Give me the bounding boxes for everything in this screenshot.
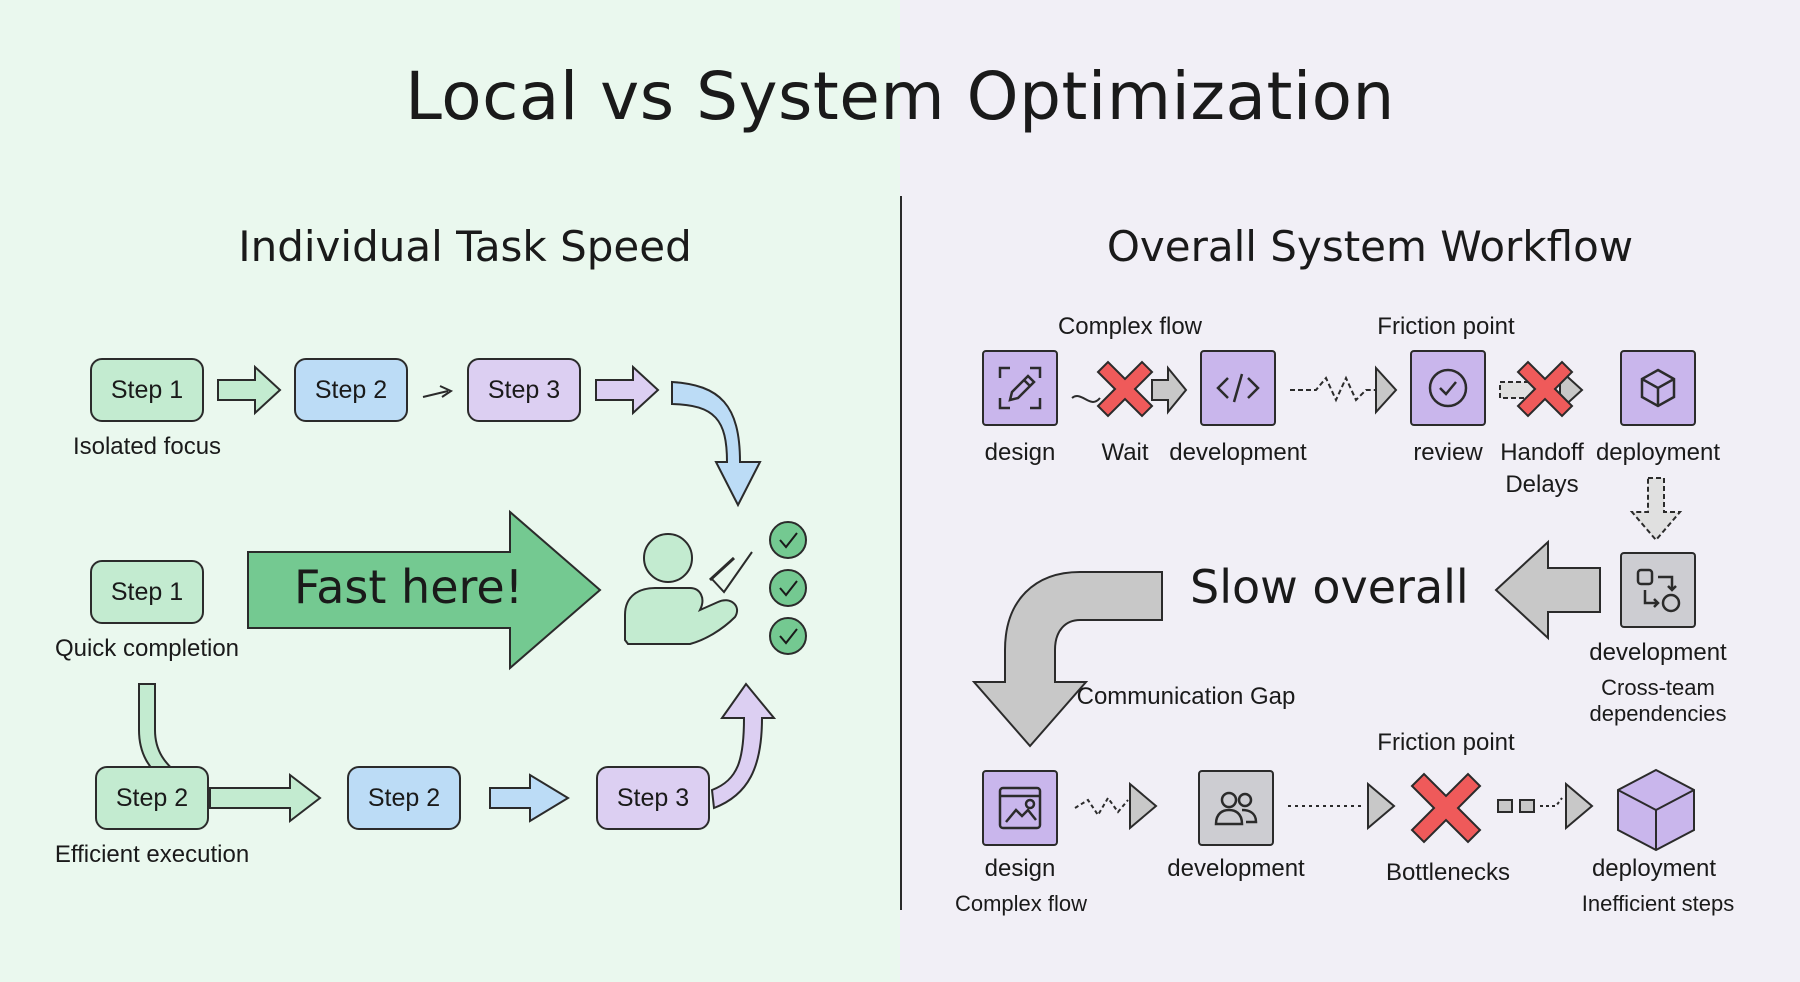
check-circle-icon xyxy=(769,569,807,607)
curved-up-arrow-icon xyxy=(710,682,777,810)
label-delays: Delays xyxy=(1505,471,1579,498)
left-section-title: Individual Task Speed xyxy=(238,222,692,271)
arrow-right-icon xyxy=(1565,781,1594,831)
arrow-right-icon xyxy=(1367,781,1396,831)
communication-gap-label: Communication Gap xyxy=(1076,683,1296,710)
person-icon xyxy=(624,533,753,645)
big-curved-arrow-icon xyxy=(971,571,1163,748)
check-circle-icon xyxy=(1428,368,1468,408)
deployment-box xyxy=(1620,350,1696,426)
review-box xyxy=(1410,350,1486,426)
users-icon xyxy=(1214,791,1258,826)
dashed-squiggle-icon xyxy=(1290,375,1376,403)
curved-down-arrow-icon xyxy=(671,380,762,508)
note-inefficient-steps: Inefficient steps xyxy=(1581,891,1735,916)
dashed-squiggle-icon xyxy=(1540,797,1563,807)
label-handoff: Handoff xyxy=(1500,439,1584,466)
development-box xyxy=(1620,552,1696,628)
slow-overall-label: Slow overall xyxy=(1190,560,1469,614)
step-1-box: Step 1 xyxy=(90,358,204,422)
label-design: design xyxy=(984,855,1056,882)
page-title: Local vs System Optimization xyxy=(405,58,1395,135)
arrow-right-icon xyxy=(209,772,322,824)
image-icon xyxy=(998,786,1042,830)
red-x-icon xyxy=(1096,360,1154,418)
label-wait: Wait xyxy=(1101,439,1149,466)
label-deployment: deployment xyxy=(1591,855,1717,882)
note-complex-flow: Complex flow xyxy=(954,891,1088,916)
cube-icon xyxy=(1640,368,1676,408)
squiggle-icon xyxy=(1071,395,1101,403)
design-box xyxy=(982,770,1058,846)
annotation-complex-flow: Complex flow xyxy=(1057,313,1203,340)
label-development: development xyxy=(1167,855,1305,882)
annotation-friction-point: Friction point xyxy=(1377,313,1515,340)
big-left-arrow-icon xyxy=(1494,539,1601,641)
arrow-right-icon xyxy=(217,364,282,416)
arrow-right-icon xyxy=(1151,365,1188,415)
annotation-friction-point: Friction point xyxy=(1377,729,1515,756)
arrow-right-icon xyxy=(489,773,570,823)
step-1-box: Step 1 xyxy=(90,560,204,624)
label-development: development xyxy=(1589,639,1727,666)
workflow-icon xyxy=(1636,568,1681,613)
edit-icon xyxy=(998,366,1042,410)
dash-block-icon xyxy=(1519,799,1535,813)
cube-icon xyxy=(1617,768,1695,852)
label-design: design xyxy=(984,439,1056,466)
design-box xyxy=(982,350,1058,426)
label-bottlenecks: Bottlenecks xyxy=(1385,859,1511,886)
label-deployment: deployment xyxy=(1595,439,1721,466)
fast-here-label: Fast here! xyxy=(294,560,524,614)
right-section-title: Overall System Workflow xyxy=(1106,222,1634,271)
development-box xyxy=(1200,350,1276,426)
dashed-squiggle-icon xyxy=(1074,796,1129,817)
red-x-icon xyxy=(1516,360,1574,418)
arrow-right-icon xyxy=(1129,781,1158,831)
red-x-icon xyxy=(1410,772,1482,844)
development-box xyxy=(1198,770,1274,846)
label-review: review xyxy=(1413,439,1483,466)
dash-block-icon xyxy=(1497,799,1513,813)
step-2-box: Step 2 xyxy=(347,766,461,830)
code-icon xyxy=(1216,373,1260,403)
caption-isolated-focus: Isolated focus xyxy=(72,433,222,460)
step-2-box: Step 2 xyxy=(95,766,209,830)
check-circle-icon xyxy=(769,617,807,655)
small-arrow-icon xyxy=(422,385,454,398)
fast-here-arrow xyxy=(247,509,602,671)
step-2-box: Step 2 xyxy=(294,358,408,422)
note-dependencies: dependencies xyxy=(1589,701,1727,726)
check-circle-icon xyxy=(769,521,807,559)
step-3-box: Step 3 xyxy=(467,358,581,422)
caption-quick-completion: Quick completion xyxy=(54,635,240,662)
panel-divider xyxy=(900,196,902,910)
caption-efficient-execution: Efficient execution xyxy=(54,841,250,868)
step-3-box: Step 3 xyxy=(596,766,710,830)
arrow-right-icon xyxy=(595,364,660,416)
arrow-right-icon xyxy=(1375,365,1398,415)
label-development: development xyxy=(1169,439,1307,466)
note-cross-team: Cross-team xyxy=(1601,675,1715,700)
dashed-down-arrow-icon xyxy=(1629,477,1683,542)
